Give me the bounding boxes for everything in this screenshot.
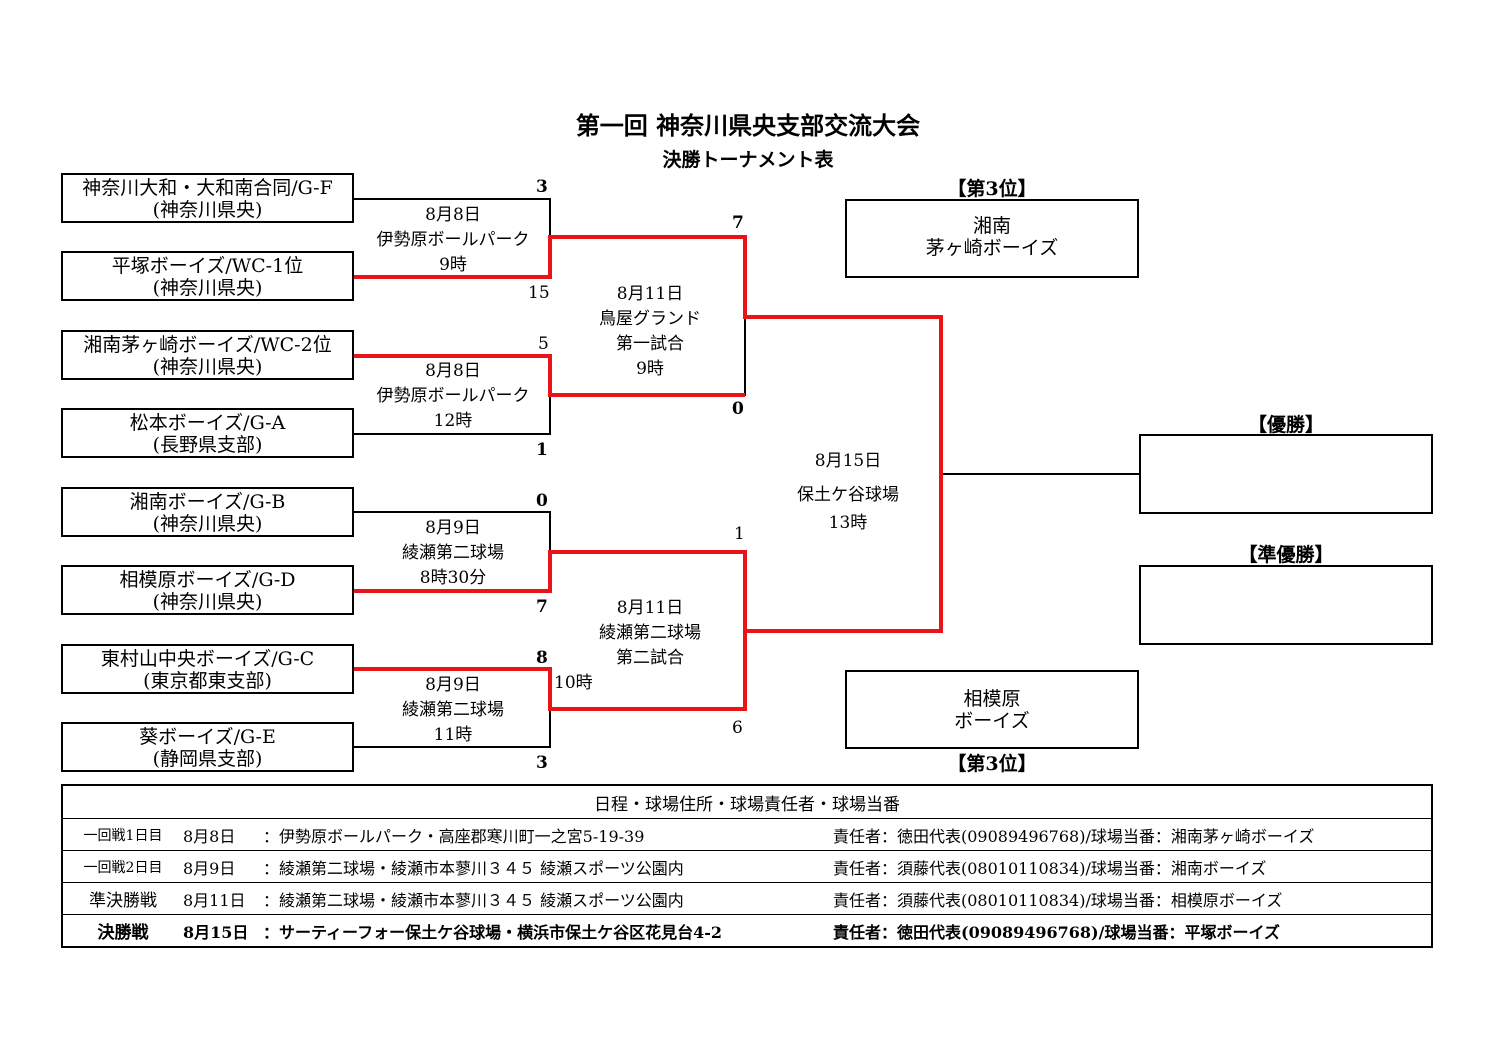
team-branch: (神奈川県央) — [152, 277, 263, 299]
schedule-table: 日程・球場住所・球場責任者・球場当番 一回戦1日目 8月8日 ：伊勢原ボールパー… — [61, 784, 1433, 948]
r1-m4-score-top: 8 — [536, 648, 548, 668]
team-name: 神奈川大和・大和南合同/G-F — [82, 177, 333, 199]
team-box: 東村山中央ボーイズ/G-C (東京都東支部) — [61, 644, 354, 694]
team-box: 松本ボーイズ/G-A (長野県支部) — [61, 408, 354, 458]
r1-m1-line-top — [354, 198, 551, 237]
sf2-venue: 8月11日綾瀬第二球場第二試合 — [599, 598, 701, 668]
team-box: 平塚ボーイズ/WC-1位 (神奈川県央) — [61, 251, 354, 301]
champion-box — [1139, 434, 1433, 514]
team-box: 神奈川大和・大和南合同/G-F (神奈川県央) — [61, 173, 354, 223]
team-branch: (長野県支部) — [152, 434, 263, 456]
r1-m2-score-top: 5 — [538, 334, 549, 354]
third-place-label: 【第3位】 — [947, 178, 1037, 200]
team-name: 平塚ボーイズ/WC-1位 — [111, 255, 304, 277]
r1-m2-winner-path — [354, 354, 745, 397]
third-place-label: 【第3位】 — [947, 753, 1037, 775]
team-name: 松本ボーイズ/G-A — [129, 412, 286, 434]
r1-m1-winner-path — [354, 235, 943, 474]
schedule-heading: 日程・球場住所・球場責任者・球場当番 — [62, 784, 1432, 819]
team-name: 東村山中央ボーイズ/G-C — [100, 648, 315, 670]
r1-m3-score-top: 0 — [536, 491, 548, 511]
schedule-row: 一回戦2日目 8月9日 ：綾瀬第二球場・綾瀬市本蓼川３４５ 綾瀬スポーツ公園内 … — [62, 850, 1432, 883]
runner-up-label: 【準優勝】 — [1238, 544, 1334, 566]
third-place-box: 相模原ボーイズ — [845, 670, 1139, 749]
champion-label: 【優勝】 — [1247, 414, 1324, 436]
sf1-score-bottom: 0 — [732, 399, 744, 419]
r1-m2-line-bottom — [354, 395, 551, 435]
page-subtitle: 決勝トーナメント表 — [662, 149, 834, 171]
team-name: 葵ボーイズ/G-E — [139, 726, 276, 748]
r1-m4-line-bottom — [354, 709, 551, 748]
page-title: 第一回 神奈川県央支部交流大会 — [575, 111, 921, 140]
team-branch: (東京都東支部) — [143, 670, 272, 692]
team-box: 湘南茅ヶ崎ボーイズ/WC-2位 (神奈川県央) — [61, 330, 354, 380]
r1-m1-score-top: 3 — [536, 177, 548, 197]
team-box: 湘南ボーイズ/G-B (神奈川県央) — [61, 487, 354, 537]
r1-m2-score-bottom: 1 — [536, 440, 548, 460]
runner-up-box — [1139, 565, 1433, 645]
schedule-row: 準決勝戦 8月11日 ：綾瀬第二球場・綾瀬市本蓼川３４５ 綾瀬スポーツ公園内 責… — [62, 882, 1432, 915]
team-name: 湘南ボーイズ/G-B — [129, 491, 286, 513]
team-branch: (神奈川県央) — [152, 199, 263, 221]
sf2-score-top: 1 — [734, 524, 745, 544]
r1-m3-winner-path — [354, 474, 943, 633]
third-place-box: 湘南茅ヶ崎ボーイズ — [845, 199, 1139, 278]
team-branch: (静岡県支部) — [152, 748, 263, 770]
team-name: 湘南茅ヶ崎ボーイズ/WC-2位 — [83, 334, 332, 356]
r1-m3-line-top — [354, 511, 551, 552]
r1-m4-winner-path — [354, 631, 747, 711]
team-name: 相模原ボーイズ/G-D — [119, 569, 296, 591]
team-box: 葵ボーイズ/G-E (静岡県支部) — [61, 722, 354, 772]
r1-m4-score-bottom: 3 — [536, 753, 548, 773]
sf2-score-bottom: 6 — [732, 718, 743, 738]
sf2-time: 10時 — [554, 673, 593, 693]
team-branch: (神奈川県央) — [152, 513, 263, 535]
schedule-row: 一回戦1日目 8月8日 ：伊勢原ボールパーク・高座郡寒川町一之宮5-19-39 … — [62, 818, 1432, 851]
r1-m3-score-bottom: 7 — [536, 597, 548, 617]
sf1-score-top: 7 — [732, 213, 744, 233]
team-branch: (神奈川県央) — [152, 591, 263, 613]
team-branch: (神奈川県央) — [152, 356, 263, 378]
r1-m1-score-bottom: 15 — [528, 283, 550, 303]
team-box: 相模原ボーイズ/G-D (神奈川県央) — [61, 565, 354, 615]
schedule-row: 決勝戦 8月15日 ：サーティーフォー保土ケ谷球場・横浜市保土ケ谷区花見台4-2… — [62, 914, 1432, 947]
